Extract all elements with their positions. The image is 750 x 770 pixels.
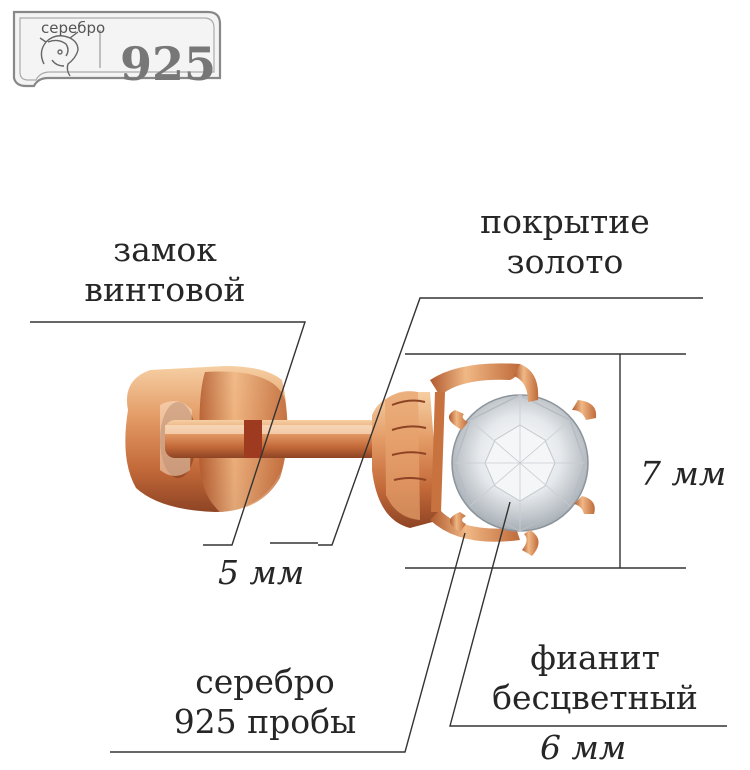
stone-label-line1: фианит	[530, 638, 660, 677]
lock-dimension: 5 мм	[218, 553, 305, 592]
plating-label: покрытие золото	[440, 202, 690, 282]
metal-label-line1: серебро	[195, 662, 335, 701]
prong-basket	[430, 363, 520, 542]
hallmark-metal-label: серебро	[41, 19, 106, 37]
post	[165, 420, 380, 458]
hallmark-badge: серебро 925	[8, 8, 223, 91]
height-dimension: 7 мм	[640, 454, 727, 493]
plating-label-line1: покрытие	[480, 202, 650, 241]
minerva-head-icon	[39, 31, 79, 77]
cubic-zirconia-stone	[451, 394, 589, 532]
lock-label-line1: замок	[113, 230, 217, 269]
stone-label: фианит бесцветный	[470, 638, 720, 718]
stone-dimension: 6 мм	[540, 728, 627, 767]
leader-lines	[30, 297, 727, 753]
metal-label-line2: 925 пробы	[173, 702, 357, 741]
lock-label-line2: винтовой	[84, 270, 246, 309]
hallmark-frame	[12, 10, 222, 88]
setting-base	[372, 391, 440, 528]
stone-label-line2: бесцветный	[492, 678, 698, 717]
plating-label-line2: золото	[506, 242, 624, 281]
hallmark-fineness: 925	[120, 37, 217, 91]
prong-tips	[448, 364, 597, 556]
metal-label: серебро 925 пробы	[145, 662, 385, 742]
lock-label: замок винтовой	[60, 230, 270, 310]
